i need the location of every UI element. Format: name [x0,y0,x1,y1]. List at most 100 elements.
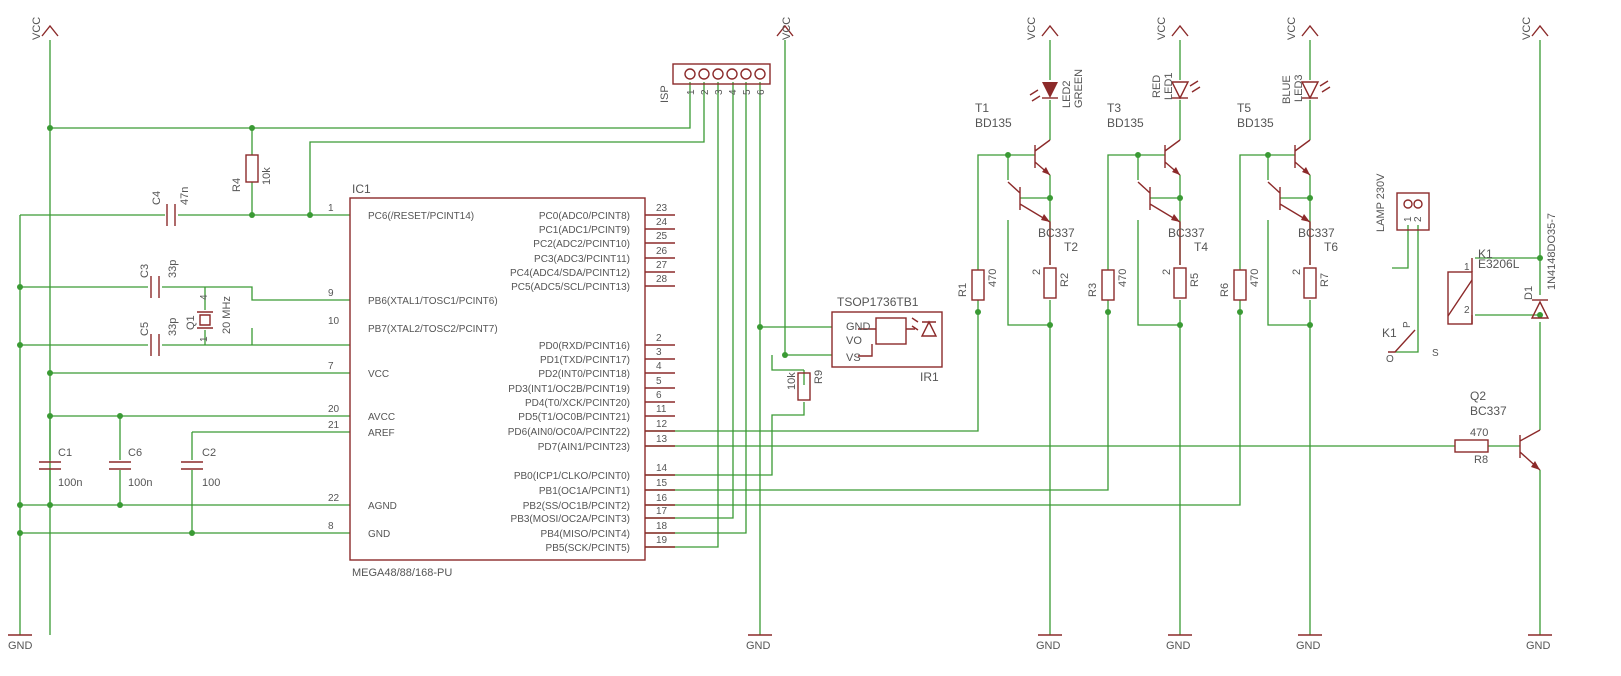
gnd-label: GND [1166,640,1191,652]
c6-name: C6 [128,447,142,459]
resistor-r8: 470 R8 [1454,427,1489,466]
transistor-t4: BC337 T4 [1137,181,1208,265]
led2: LED2 GREEN [1029,69,1085,108]
led1-name: LED1 [1163,72,1175,100]
isp-pin-number: 2 [700,89,711,95]
q1-pin-bot: 1 [199,336,210,342]
c3-value: 33p [167,260,179,278]
ic1-pin-label: PC1(ADC1/PCINT9) [539,225,630,236]
transistor-t6: BC337 T6 [1267,181,1338,265]
ic1-pin-number: 25 [656,231,668,242]
ir1-pin-vs: VS [846,352,861,364]
isp-pin [754,68,766,80]
d1-name: D1 [1523,286,1535,300]
q1-value: 20 MHz [221,296,233,334]
r5-name: R5 [1189,273,1201,287]
c1-name: C1 [58,447,72,459]
ic1-pin-number: 2 [656,333,662,344]
wires [19,40,1541,635]
resistor-r6: R6 470 [1219,269,1261,301]
r4-name: R4 [231,178,243,192]
junctions [17,125,1543,536]
capacitor-c6: C6 100n [109,447,152,489]
c6-value: 100n [128,477,152,489]
r8-value: 470 [1470,427,1488,439]
t2-name: T2 [1064,240,1078,254]
ic1-pin-label: PD3(INT1/OC2B/PCINT19) [508,384,630,395]
ic1-pin-number: 28 [656,274,668,285]
q1-pin-top: 4 [199,294,210,300]
ir1-pin-vo: VO [846,335,862,347]
isp-pin-number: 5 [742,89,753,95]
q2-value: BC337 [1470,404,1507,418]
c5-value: 33p [167,318,179,336]
vcc-label: VCC [1156,17,1168,40]
led3-name: LED3 [1293,74,1305,102]
ic1-pin-label: PC4(ADC4/SDA/PCINT12) [510,268,630,279]
c2-value: 100 [202,477,220,489]
ic1-pin-label: PD2(INT0/PCINT18) [538,369,630,380]
diode-d1: D1 1N4148DO35-7 [1523,213,1558,319]
ic1-pin-number: 23 [656,203,668,214]
ic1-pin-number: 8 [328,521,334,532]
lamp-name: LAMP 230V [1375,173,1387,232]
resistor-r9: 10k R9 [786,370,825,401]
gnd-label: GND [1526,640,1551,652]
capacitor-c3: C3 33p [139,260,179,298]
r3-value: 470 [1117,269,1129,287]
ic1-pin-label: AREF [368,428,395,439]
ic1-pin-label: PD4(T0/XCK/PCINT20) [525,398,630,409]
ic1-pin-label: GND [368,529,390,540]
ic1-pin-label: PC3(ADC3/PCINT11) [534,254,630,265]
ic1-pin-number: 3 [656,347,662,358]
k1-coil-pin1: 1 [1464,262,1470,273]
ic1-pin-number: 10 [328,316,340,327]
r6-value: 470 [1249,269,1261,287]
led2-name: LED2 [1061,80,1073,108]
t5-name: T5 [1237,101,1251,115]
k1-value: E3206L [1478,257,1520,271]
ic1-left-pins: 1PC6(/RESET/PCINT14)9PB6(XTAL1/TOSC1/PCI… [328,203,498,540]
ic1-pin-label: PC0(ADC0/PCINT8) [539,211,630,222]
isp-pin [684,68,696,80]
led1: RED LED1 [1151,72,1201,100]
ic1-right-pins: 23PC0(ADC0/PCINT8)24PC1(ADC1/PCINT9)25PC… [508,203,675,554]
ic1-pin-number: 11 [656,404,667,415]
t2-value: BC337 [1038,226,1075,240]
ic1-microcontroller: IC1 MEGA48/88/168-PU 1PC6(/RESET/PCINT14… [328,182,675,579]
resistor-r2: 2 R2 [1031,267,1071,299]
ic1-pin-number: 5 [656,376,662,387]
k1-name: K1 [1478,247,1493,261]
isp-pin-number: 1 [686,89,697,95]
transistor-t3: T3 BD135 [1107,101,1181,176]
led1-color: RED [1151,75,1163,98]
t3-value: BD135 [1107,116,1144,130]
c2-name: C2 [202,447,216,459]
resistor-r4: R4 10k [231,154,273,192]
r6-name: R6 [1219,283,1231,297]
ic1-pin-label: AGND [368,501,397,512]
capacitor-c4: C4 47n [151,187,191,226]
ic1-pin-label: PD5(T1/OC0B/PCINT21) [518,412,630,423]
isp-pin-number: 3 [714,89,725,95]
led3: BLUE LED3 [1281,74,1331,104]
ic1-pin-label: AVCC [368,412,395,423]
ic1-pin-label: PC6(/RESET/PCINT14) [368,211,474,222]
r7-value: 2 [1291,269,1303,275]
ir1-value: TSOP1736TB1 [837,295,919,309]
ic1-name: IC1 [352,182,371,196]
ic1-pin-number: 12 [656,419,668,430]
t6-name: T6 [1324,240,1338,254]
r5-value: 2 [1161,269,1173,275]
ic1-pin-label: PB3(MOSI/OC2A/PCINT3) [511,514,630,525]
resistor-r5: 2 R5 [1161,267,1201,299]
r4-value: 10k [261,167,273,185]
r3-name: R3 [1087,283,1099,297]
ir1-name: IR1 [920,370,939,384]
ic1-pin-label: PB0(ICP1/CLKO/PCINT0) [514,471,630,482]
isp-pin [712,68,724,80]
ic1-pin-label: PD0(RXD/PCINT16) [539,341,630,352]
q1-name: Q1 [185,315,197,330]
ic1-pin-number: 13 [656,434,668,445]
